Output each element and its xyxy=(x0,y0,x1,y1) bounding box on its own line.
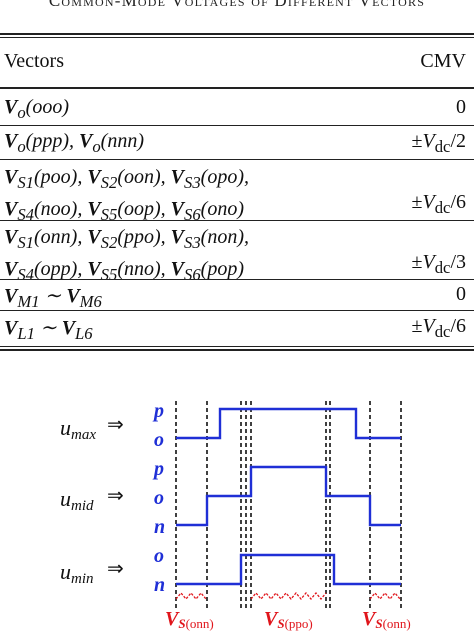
table-caption: Common-Mode Voltages of Different Vector… xyxy=(48,0,426,10)
cmv-cell: ±Vdc/2 xyxy=(411,130,467,156)
header-vectors: Vectors xyxy=(4,50,64,72)
row-rule xyxy=(0,279,474,280)
top-rule-1 xyxy=(0,33,474,35)
bottom-rule-2 xyxy=(0,349,474,351)
vectors-cell: Vo(ooo) xyxy=(4,96,69,122)
vector-label-2: VS(ppo) xyxy=(264,608,313,631)
row-rule xyxy=(0,220,474,221)
umid-waveform xyxy=(176,465,401,527)
row-rule xyxy=(0,125,474,126)
cmv-cell: 0 xyxy=(456,96,466,118)
level-letter: o xyxy=(154,545,164,567)
zigzag-2 xyxy=(250,591,327,601)
vector-label-1: VS(onn) xyxy=(165,608,214,631)
cmv-cell: 0 xyxy=(456,283,466,305)
umin-label: umin xyxy=(60,559,94,587)
zigzag-3 xyxy=(369,591,401,601)
level-letter: n xyxy=(154,574,165,596)
vectors-cell: Vo(ppp), Vo(nnn) xyxy=(4,130,144,156)
row-rule xyxy=(0,159,474,160)
level-letter: p xyxy=(152,458,164,480)
umax-waveform xyxy=(176,407,401,440)
level-letter: o xyxy=(154,487,164,509)
header-cmv: CMV xyxy=(420,50,466,72)
switching-state-diagram: umax umid umin ⇒ ⇒ ⇒ p o p o n o n VS(on… xyxy=(60,400,411,631)
vectors-cell: VM1 ∼ VM6 xyxy=(4,285,102,311)
vector-label-3: VS(onn) xyxy=(362,608,411,631)
cmv-cell: ±Vdc/6 xyxy=(411,315,467,341)
umax-label: umax xyxy=(60,415,96,443)
level-letter: o xyxy=(154,429,164,451)
cmv-cell: ±Vdc/6 xyxy=(411,191,467,217)
header-rule xyxy=(0,87,474,89)
vectors-cell: VS1(poo), VS2(oon), VS3(opo), VS4(noo), … xyxy=(4,166,249,224)
zigzag-1 xyxy=(175,591,207,601)
bottom-rule-1 xyxy=(0,346,474,347)
level-letter: p xyxy=(152,400,164,422)
umin-waveform xyxy=(176,553,401,586)
dashed-boundaries xyxy=(175,401,402,609)
top-rule-2 xyxy=(0,37,474,38)
vectors-cell: VL1 ∼ VL6 xyxy=(4,317,93,343)
level-letter: n xyxy=(154,516,165,538)
umid-arrow: ⇒ xyxy=(107,485,124,507)
umid-label: umid xyxy=(60,486,94,514)
umax-arrow: ⇒ xyxy=(107,414,124,436)
umin-arrow: ⇒ xyxy=(107,558,124,580)
cmv-cell: ±Vdc/3 xyxy=(411,251,467,277)
row-rule xyxy=(0,310,474,311)
